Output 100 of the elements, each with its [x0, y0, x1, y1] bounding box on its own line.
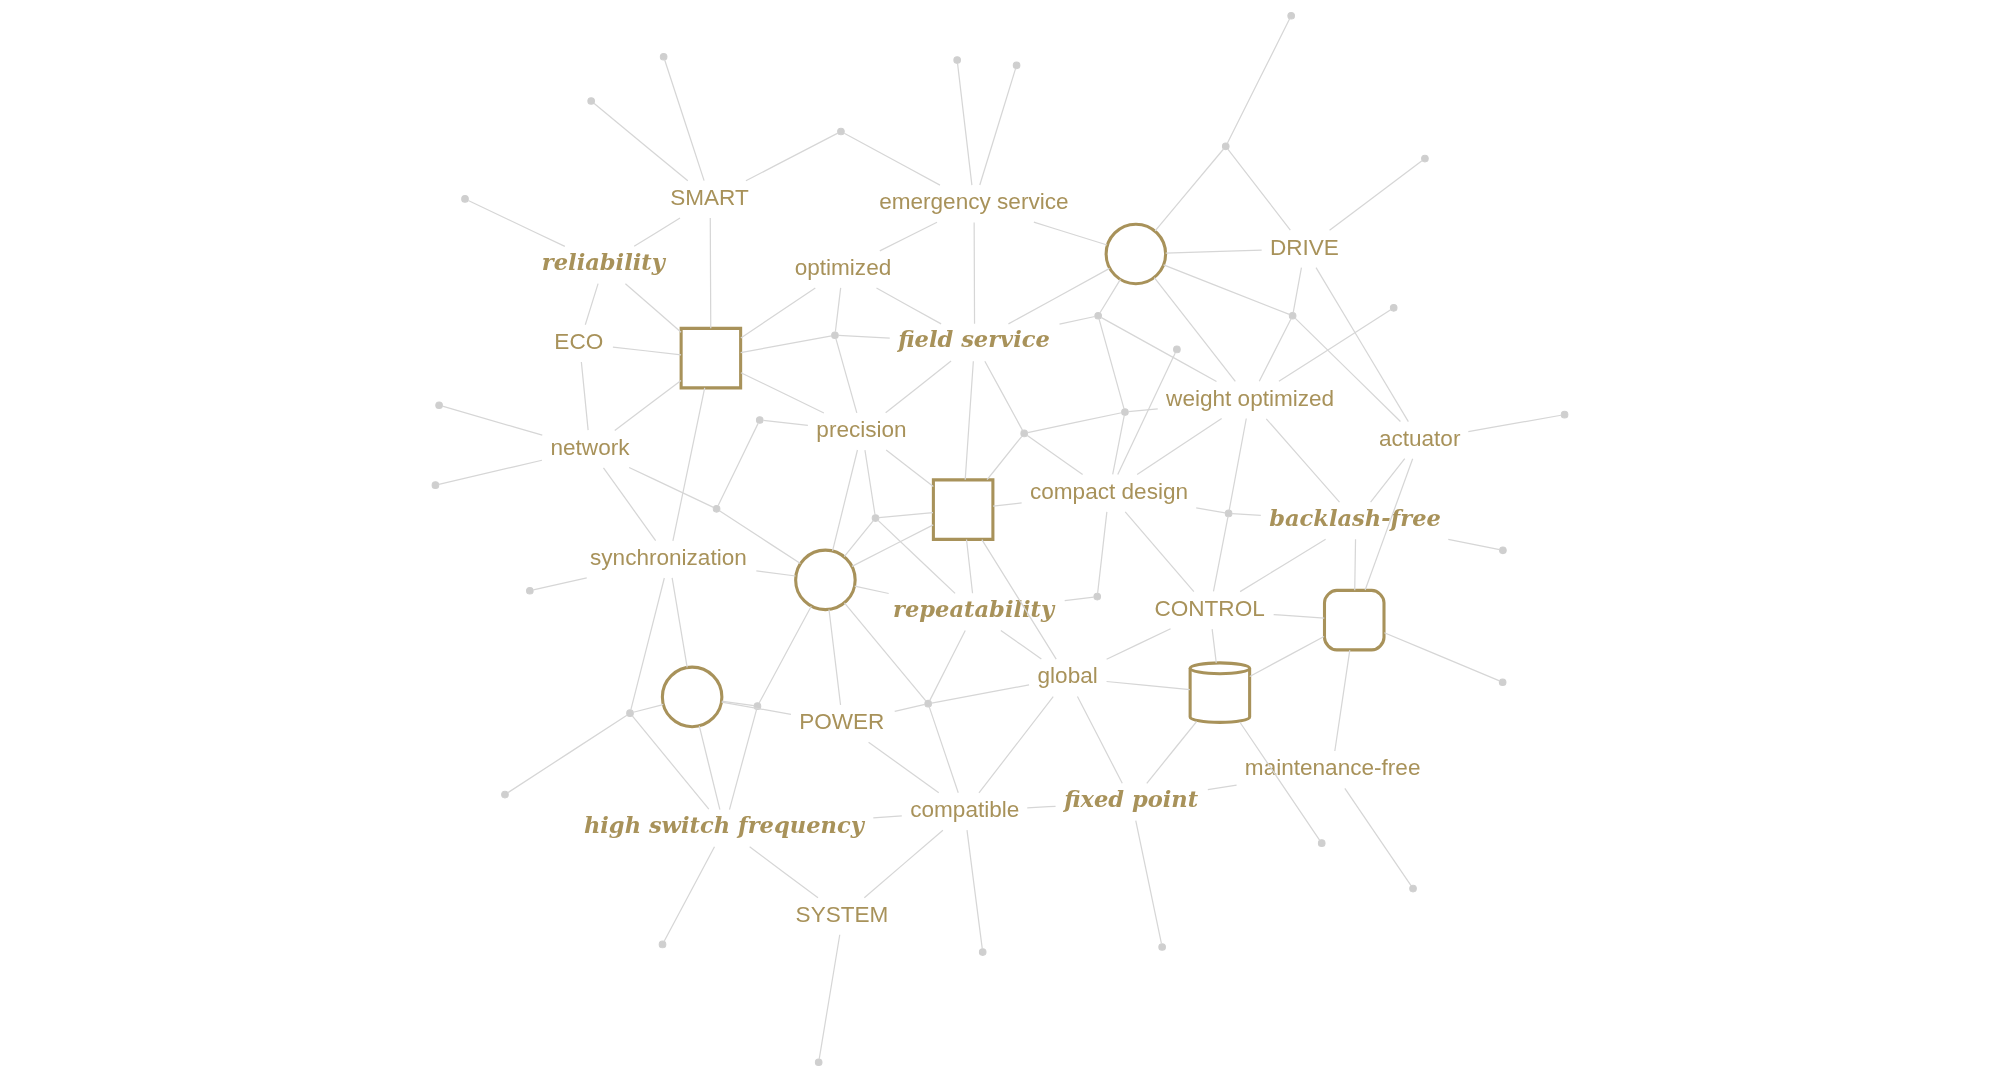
connector	[1231, 513, 1262, 516]
connector	[1383, 632, 1501, 682]
connector	[1097, 511, 1108, 594]
node-circle	[1409, 884, 1417, 893]
connector	[867, 741, 940, 794]
connector	[1344, 787, 1412, 887]
node-circle	[1288, 311, 1297, 320]
node-circle	[1499, 546, 1507, 555]
connector	[981, 539, 1057, 660]
connector	[956, 63, 973, 186]
connector	[1099, 278, 1121, 314]
connector	[612, 346, 682, 356]
node-circle	[660, 665, 724, 729]
connector	[851, 524, 934, 567]
connector	[745, 132, 839, 182]
connector	[1058, 315, 1096, 325]
node-circle	[755, 416, 764, 424]
connector	[1364, 458, 1414, 591]
connector	[663, 846, 716, 942]
connector	[1033, 221, 1108, 246]
node-text: synchronization	[590, 545, 747, 571]
connector	[584, 283, 599, 326]
node-circle	[978, 948, 987, 956]
node-circle	[431, 481, 440, 489]
node-circle	[712, 504, 721, 513]
node-circle	[501, 790, 509, 799]
connector	[1212, 516, 1229, 593]
node-text: weight optimized	[1166, 385, 1335, 411]
connector	[1273, 613, 1325, 619]
connector	[1227, 148, 1291, 231]
connector	[671, 577, 688, 669]
connector	[1076, 695, 1123, 784]
node-text: network	[550, 434, 630, 460]
connector	[1007, 267, 1111, 325]
node-circle	[1173, 345, 1181, 354]
connector	[628, 466, 715, 508]
connector	[758, 605, 812, 704]
node-circle	[1389, 304, 1398, 312]
node-circle	[953, 56, 961, 64]
node-circle	[1498, 678, 1507, 687]
node-box	[931, 478, 995, 541]
connector	[1369, 458, 1406, 503]
connector	[580, 361, 589, 431]
connector	[718, 510, 802, 565]
connector	[438, 459, 543, 485]
connector	[1292, 266, 1303, 313]
node-circle	[659, 52, 668, 61]
node-text: repeatability	[893, 595, 1055, 622]
node-circle	[658, 940, 667, 949]
connector	[1165, 249, 1263, 254]
connector	[834, 287, 842, 333]
connector	[843, 602, 927, 702]
connector	[762, 419, 809, 426]
node-circle	[814, 1058, 823, 1067]
connector	[602, 467, 657, 542]
connector	[467, 199, 566, 248]
node-ellipse	[794, 548, 857, 612]
connector	[1249, 635, 1325, 678]
connector	[1467, 414, 1562, 433]
node-text: ECO	[554, 329, 604, 355]
connector	[1354, 538, 1357, 591]
connector	[854, 585, 890, 595]
node-text: CONTROL	[1154, 595, 1265, 621]
node-text: field service	[898, 326, 1050, 353]
connector	[1112, 414, 1125, 475]
connector	[872, 815, 903, 819]
node-circle	[871, 514, 880, 522]
connector	[986, 435, 1023, 481]
node-circle	[831, 331, 839, 340]
connector	[728, 708, 758, 811]
connector	[885, 360, 952, 414]
connector	[1239, 538, 1327, 593]
connector	[1334, 649, 1351, 752]
node-circle	[1221, 142, 1230, 151]
node-circle	[587, 97, 595, 105]
node-text: optimized	[794, 255, 892, 281]
connector	[755, 570, 797, 577]
connector	[835, 338, 858, 414]
node-text: actuator	[1378, 425, 1461, 451]
connector	[1153, 277, 1236, 383]
connector	[879, 221, 938, 252]
connector	[928, 706, 959, 794]
connector	[593, 102, 689, 182]
connector	[931, 684, 1030, 704]
connector	[717, 422, 759, 507]
node-text: compact design	[1030, 478, 1189, 504]
node-circle	[626, 709, 634, 717]
connector	[1226, 18, 1291, 144]
connector	[831, 449, 859, 552]
connector	[614, 379, 682, 431]
node-text: high switch frequency	[583, 811, 864, 838]
connector	[992, 502, 1023, 507]
connector	[1064, 596, 1095, 602]
connector	[877, 519, 956, 595]
connector	[740, 372, 825, 414]
connector	[1239, 721, 1321, 841]
node-text: backlash-free	[1269, 504, 1441, 531]
node-circle	[1158, 943, 1166, 951]
connector	[631, 715, 710, 810]
connector	[698, 725, 721, 811]
